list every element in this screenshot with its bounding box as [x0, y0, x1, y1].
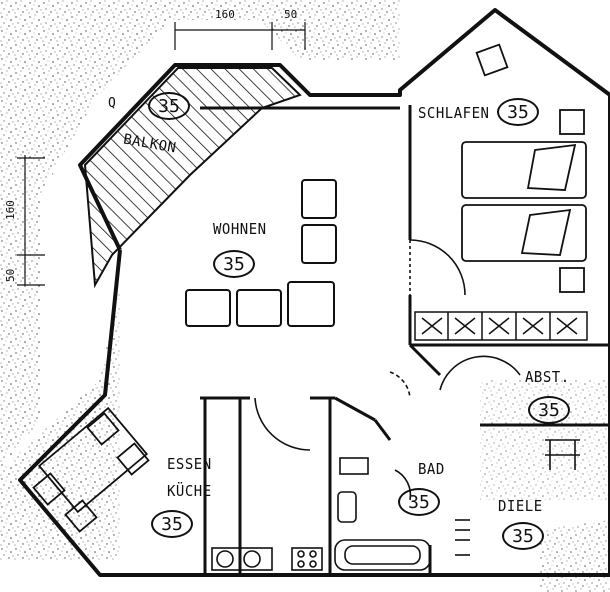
double-bed	[461, 43, 587, 293]
wardrobe	[414, 311, 588, 341]
room-label-kueche: KÜCHE	[167, 483, 212, 501]
dim-top-a: 160	[215, 8, 235, 21]
dim-left-b: 50	[4, 268, 17, 282]
outer-walls	[18, 8, 610, 577]
room-label-abst: ABST.	[525, 369, 570, 387]
doors	[254, 239, 521, 501]
marker-q: Q	[108, 95, 117, 112]
dimension-lines	[17, 22, 306, 286]
balkon-hatch	[83, 67, 302, 289]
area-badge-essen: 35	[151, 510, 193, 538]
dim-top-b: 50	[284, 8, 298, 21]
living-furniture	[185, 179, 337, 327]
fixtures	[211, 439, 580, 571]
area-badge-wohnen: 35	[213, 250, 255, 278]
area-badge-schlafen: 35	[497, 98, 539, 126]
interior-walls	[200, 105, 610, 575]
room-label-wohnen: WOHNEN	[213, 221, 267, 239]
room-label-diele: DIELE	[498, 498, 543, 516]
room-label-bad: BAD	[418, 461, 445, 479]
area-badge-bad: 35	[398, 488, 440, 516]
area-badge-abst: 35	[528, 396, 570, 424]
dining-set	[32, 406, 150, 533]
dim-left-a: 160	[4, 200, 17, 220]
room-label-schlafen: SCHLAFEN	[418, 105, 490, 123]
area-badge-diele: 35	[502, 522, 544, 550]
area-badge-balkon: 35	[148, 92, 190, 120]
room-label-essen: ESSEN	[167, 456, 212, 474]
